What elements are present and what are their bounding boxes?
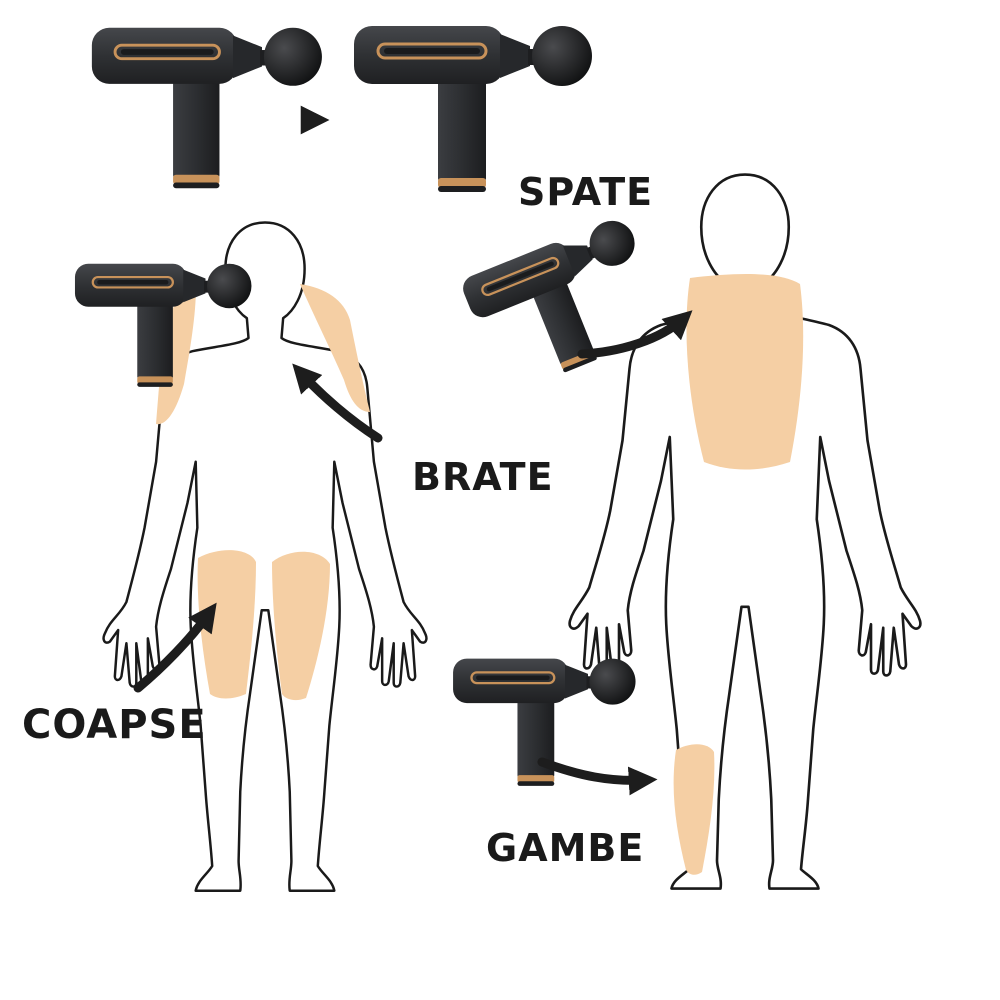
label-back: SPATE: [518, 170, 654, 214]
left-thigh-highlight: [197, 550, 256, 699]
upper-back-highlight: [686, 274, 804, 470]
right-thigh-highlight: [272, 551, 330, 701]
front-body-figure: [102, 221, 428, 893]
arrow-thigh: [133, 602, 217, 693]
massage-gun-icon: [90, 26, 324, 190]
label-thighs: COAPSE: [22, 702, 207, 748]
massage-gun-top-large: [352, 24, 594, 194]
arrow-chest: [292, 363, 383, 443]
left-shoulder-highlight: [156, 286, 196, 425]
calf-highlight: [673, 744, 715, 875]
back-body-figure: [568, 173, 922, 890]
arrow-calf: [537, 757, 658, 796]
label-chest: BRATE: [412, 455, 554, 499]
massage-gun-icon: [352, 24, 594, 194]
label-calves: GAMBE: [486, 826, 645, 870]
right-shoulder-highlight: [300, 284, 370, 412]
arrow-back: [577, 310, 693, 359]
massage-gun-top-small: [90, 26, 324, 190]
